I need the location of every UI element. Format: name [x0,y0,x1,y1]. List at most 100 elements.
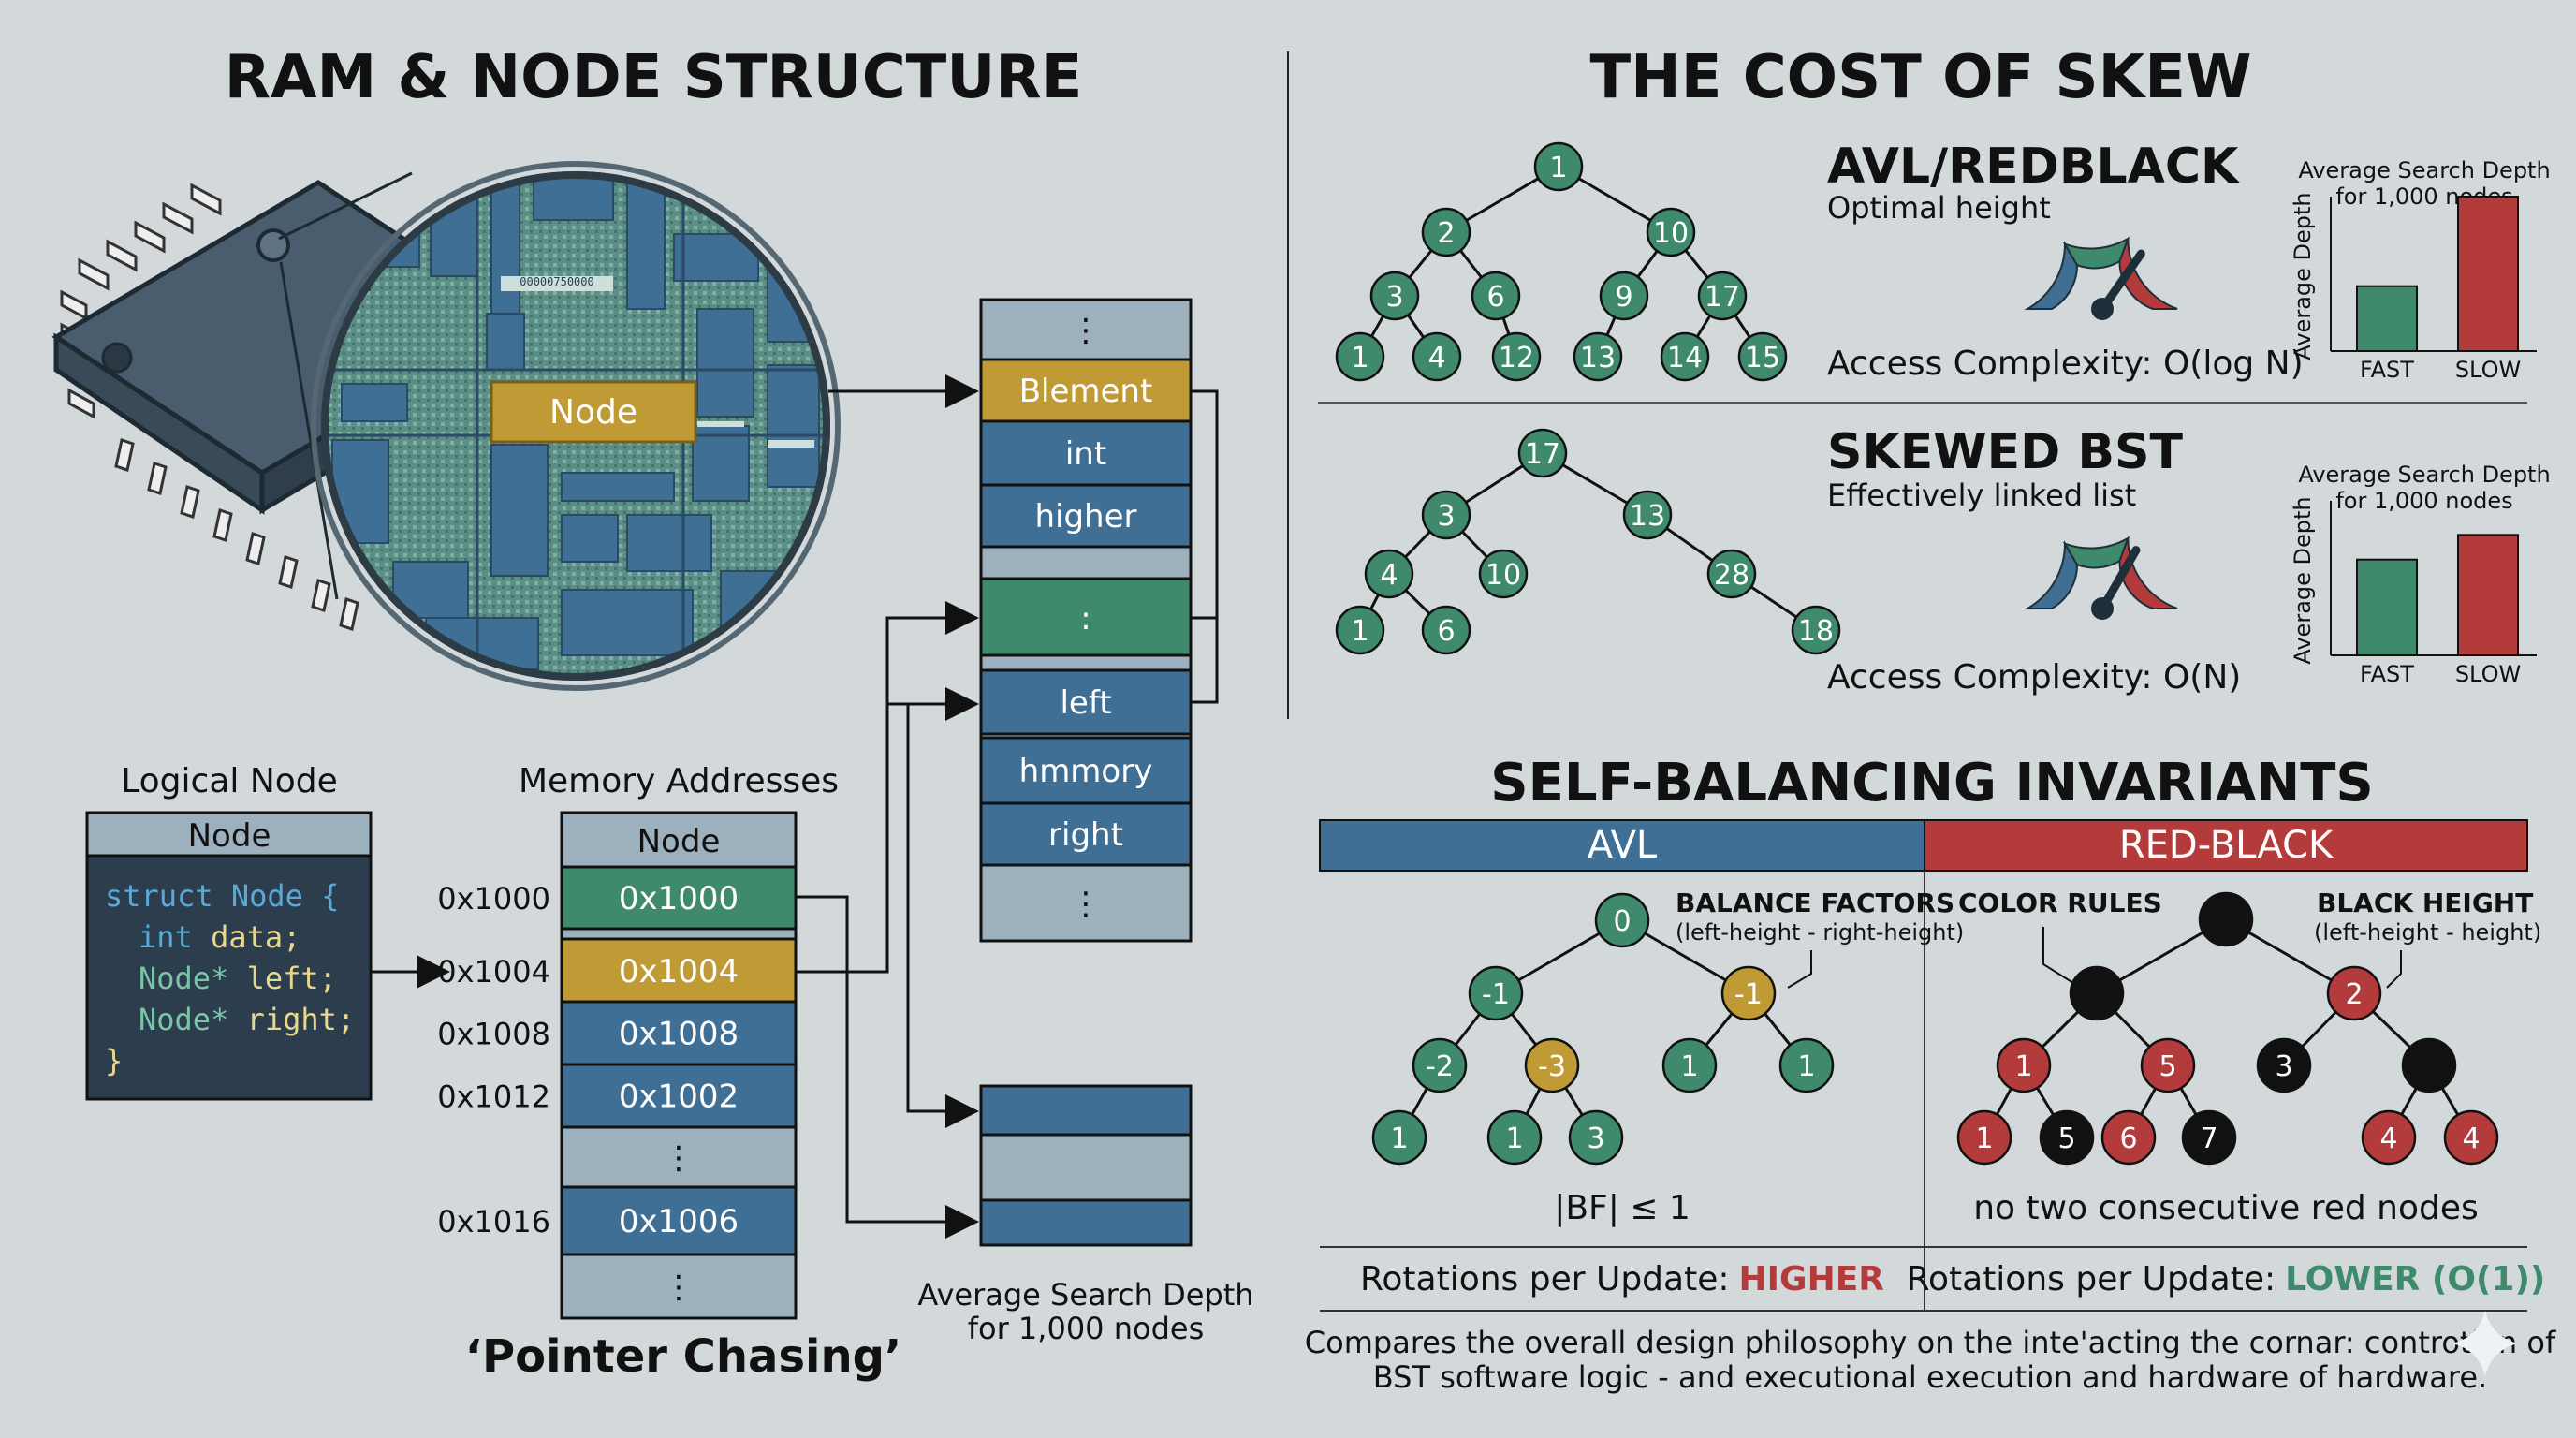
tree-node-label: 5 [2159,1050,2176,1083]
tree-node [1622,490,1673,540]
stack-cell-text: int [1065,435,1106,473]
tree-node-label: -3 [1538,1050,1566,1083]
tree-node [1661,1037,1718,1093]
tree-node [2443,1109,2499,1166]
tree-node [1573,331,1623,382]
code-rest: } [105,1043,123,1078]
avl-note-sub: (left-height - right-height) [1676,919,1964,946]
tree-node-label: 18 [1798,615,1834,648]
tree-node [1335,331,1385,382]
tree-node-label: -1 [1482,978,1510,1011]
chart-ylabel: Average Depth [2290,496,2316,664]
tree-node [1517,428,1568,478]
tree-node [2361,1109,2417,1166]
tree-node-label: 2 [2345,978,2363,1011]
avl-note-title: BALANCE FACTORS [1676,888,1954,918]
tree-node-label: 14 [1667,342,1703,374]
stack-cell [979,577,1193,657]
tree-node [1486,1109,1543,1166]
redblack-note-right-title: BLACK HEIGHT [2317,888,2533,918]
invariants-title: SELF-BALANCING INVARIANTS [1490,753,2374,814]
skewed-complexity: Access Complexity: O(N) [1827,658,2241,697]
redblack-rotations: Rotations per Update:LOWER (O(1)) [1907,1260,2546,1299]
memory-value: 0x1002 [619,1078,739,1116]
tree-node-label: 4 [2462,1123,2480,1155]
tree-node-label: 1 [1351,615,1368,648]
pointer-chasing-caption: ‘Pointer Chasing’ [465,1330,901,1383]
stack-cell [979,483,1193,549]
memory-header: Node [637,823,721,860]
tree-node-label: 17 [1705,281,1740,314]
sparkle-icon [2452,1311,2518,1376]
avl-header-bar [1319,819,1925,872]
code-line: Node* right; [139,1002,355,1037]
chart-tick-label: SLOW [2455,357,2521,383]
tree-node-label: 4 [1380,559,1398,592]
memory-row [560,865,798,931]
tree-node [2181,1109,2237,1166]
tree-node-label: 1 [1797,1050,1815,1083]
code-line: } [105,1043,123,1078]
redblack-rotations-label: Rotations per Update: [1907,1260,2276,1299]
redblack-header-bar [1924,819,2528,872]
memory-value: 0x1000 [619,880,739,917]
redblack-header: RED-BLACK [2119,824,2334,867]
tree-node [2401,1037,2457,1093]
stack-cell-text: left [1060,684,1111,722]
avl-rotations: Rotations per Update:HIGHER [1360,1260,1884,1299]
tree-node-label: 9 [1615,281,1632,314]
tree-node [1737,331,1788,382]
avl-note-pointer [1787,950,1812,989]
stack-cell-text: : [1080,600,1090,638]
tree-node-label: 15 [1745,342,1780,374]
chart-bar [2457,534,2519,656]
code-rest: Node { [213,878,340,914]
code-keyword: struct [105,878,213,914]
tree-node-label: -2 [1426,1050,1454,1083]
stack-cell [979,801,1193,867]
stack-cell-text: Blement [1019,373,1153,410]
memory-row [560,1000,798,1066]
memory-row [560,1063,798,1129]
stack-cell-text: higher [1034,498,1136,536]
tree-node-label: 6 [1437,615,1455,648]
tree-node-label: 10 [1653,217,1689,250]
tree-node [1956,1109,2012,1166]
tree-node [1371,1109,1427,1166]
stack-lower-cell-1 [979,1084,1193,1137]
tree-node [2198,891,2254,947]
tree-node-label: 10 [1486,559,1521,592]
code-keyword: Node* [139,961,228,996]
tree-node [2039,1109,2095,1166]
tree-node [1421,207,1471,257]
skewed-title: SKEWED BST [1827,424,2184,480]
code-keyword: int [139,919,193,955]
tree-node-label: 4 [2379,1123,2397,1155]
code-line: int data; [139,919,300,955]
tree-node [2256,1037,2312,1093]
memory-title: Memory Addresses [519,762,839,800]
memory-table: Node 0x10000x10000x10040x10040x10080x100… [437,811,798,1320]
tree-node-label: 1 [1549,152,1567,184]
memory-address: 0x1012 [437,1079,550,1115]
chart-bar [2356,285,2418,353]
tree-node [1471,271,1521,321]
tree-node-label: 3 [1385,281,1403,314]
tree-node-label: -1 [1734,978,1763,1011]
tree-node-label: 1 [1351,342,1368,374]
tree-node-label: 1 [2014,1050,2032,1083]
tree-node [1533,141,1584,192]
tree-node [2326,965,2382,1021]
redblack-note-pointer-left [2042,927,2074,984]
chip-node-label: Node [549,393,637,432]
memory-address: 0x1000 [437,881,550,917]
tree-node [1660,331,1710,382]
stack-cell [979,668,1193,736]
tree-node [1996,1037,2052,1093]
tree-node [1478,549,1529,599]
memory-row [560,937,798,1005]
stack-caption-line1: Average Search Depth [917,1277,1253,1313]
tree-node [2069,965,2125,1021]
